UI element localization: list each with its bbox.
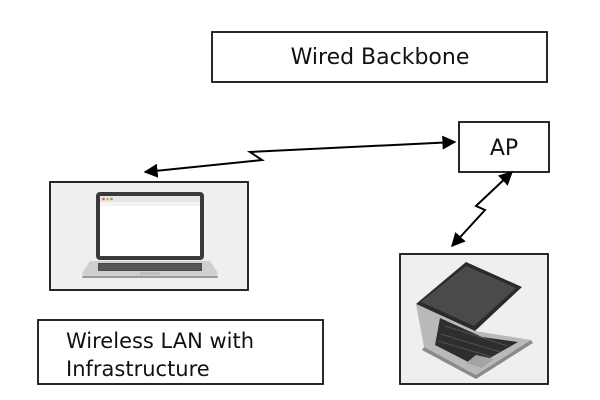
- wired-backbone-rect: [211, 31, 548, 83]
- access-point-rect: [458, 121, 550, 173]
- wireless-link-right: [451, 171, 514, 248]
- laptop-dark-screen-icon: [416, 262, 533, 379]
- laptop-left-panel: [49, 181, 249, 291]
- caption-box: Wireless LAN with Infrastructure: [37, 319, 324, 385]
- wireless-link-left: [143, 135, 457, 178]
- laptop-open-browser-icon: [82, 192, 218, 278]
- access-point-label: AP: [490, 136, 518, 161]
- wired-backbone-box: Wired Backbone: [211, 31, 548, 83]
- caption-rect: [37, 319, 324, 385]
- caption-line-2: Infrastructure: [66, 357, 210, 381]
- wired-backbone-label: Wired Backbone: [291, 45, 470, 70]
- caption-line-1: Wireless LAN with: [66, 329, 254, 353]
- access-point-box: AP: [458, 121, 550, 173]
- laptop-right-panel: [399, 253, 549, 385]
